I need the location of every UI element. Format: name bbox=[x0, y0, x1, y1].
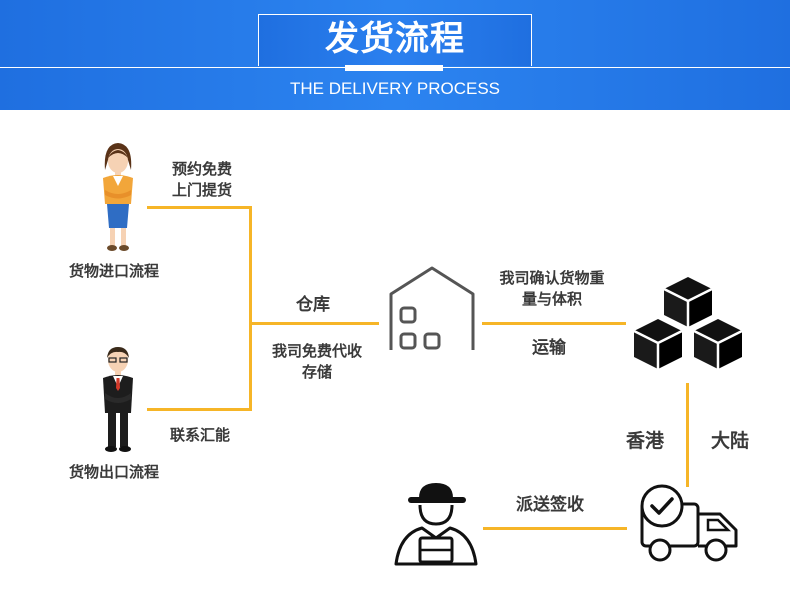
export-process-label: 货物出口流程 bbox=[68, 463, 159, 481]
connector-vertical-left bbox=[249, 206, 252, 411]
warehouse-icon bbox=[389, 266, 475, 350]
confirm-weight-line2: 量与体积 bbox=[521, 290, 582, 308]
page-subtitle: THE DELIVERY PROCESS bbox=[289, 79, 501, 98]
contact-label: 联系汇能 bbox=[169, 426, 230, 444]
connector-warehouse-to-boxes bbox=[482, 322, 626, 325]
title-frame bbox=[258, 14, 532, 66]
hongkong-label: 香港 bbox=[625, 430, 664, 452]
connector-export-horizontal bbox=[147, 408, 251, 411]
boxes-icon bbox=[633, 277, 743, 369]
pickup-label-line2: 上门提货 bbox=[171, 181, 232, 199]
pickup-label-line1: 预约免费 bbox=[171, 160, 232, 178]
connector-truck-to-courier bbox=[483, 527, 627, 530]
connector-boxes-to-truck bbox=[686, 383, 689, 487]
mainland-label: 大陆 bbox=[710, 430, 749, 452]
page-title: 发货流程 bbox=[325, 19, 465, 59]
courier-icon bbox=[394, 483, 478, 566]
delivery-sign-label: 派送签收 bbox=[516, 495, 584, 515]
confirm-weight-line1: 我司确认货物重 bbox=[499, 269, 605, 287]
warehouse-label: 仓库 bbox=[296, 295, 330, 315]
connector-to-warehouse bbox=[249, 322, 379, 325]
free-storage-line2: 存储 bbox=[301, 363, 332, 381]
title-underline bbox=[345, 65, 443, 71]
connector-import-horizontal bbox=[147, 206, 251, 209]
free-storage-line1: 我司免费代收 bbox=[271, 342, 362, 360]
import-process-label: 货物进口流程 bbox=[68, 262, 159, 280]
female-person-icon bbox=[103, 143, 133, 251]
male-person-icon bbox=[103, 347, 133, 452]
transport-label: 运输 bbox=[532, 338, 566, 358]
delivery-truck-icon bbox=[640, 484, 738, 562]
